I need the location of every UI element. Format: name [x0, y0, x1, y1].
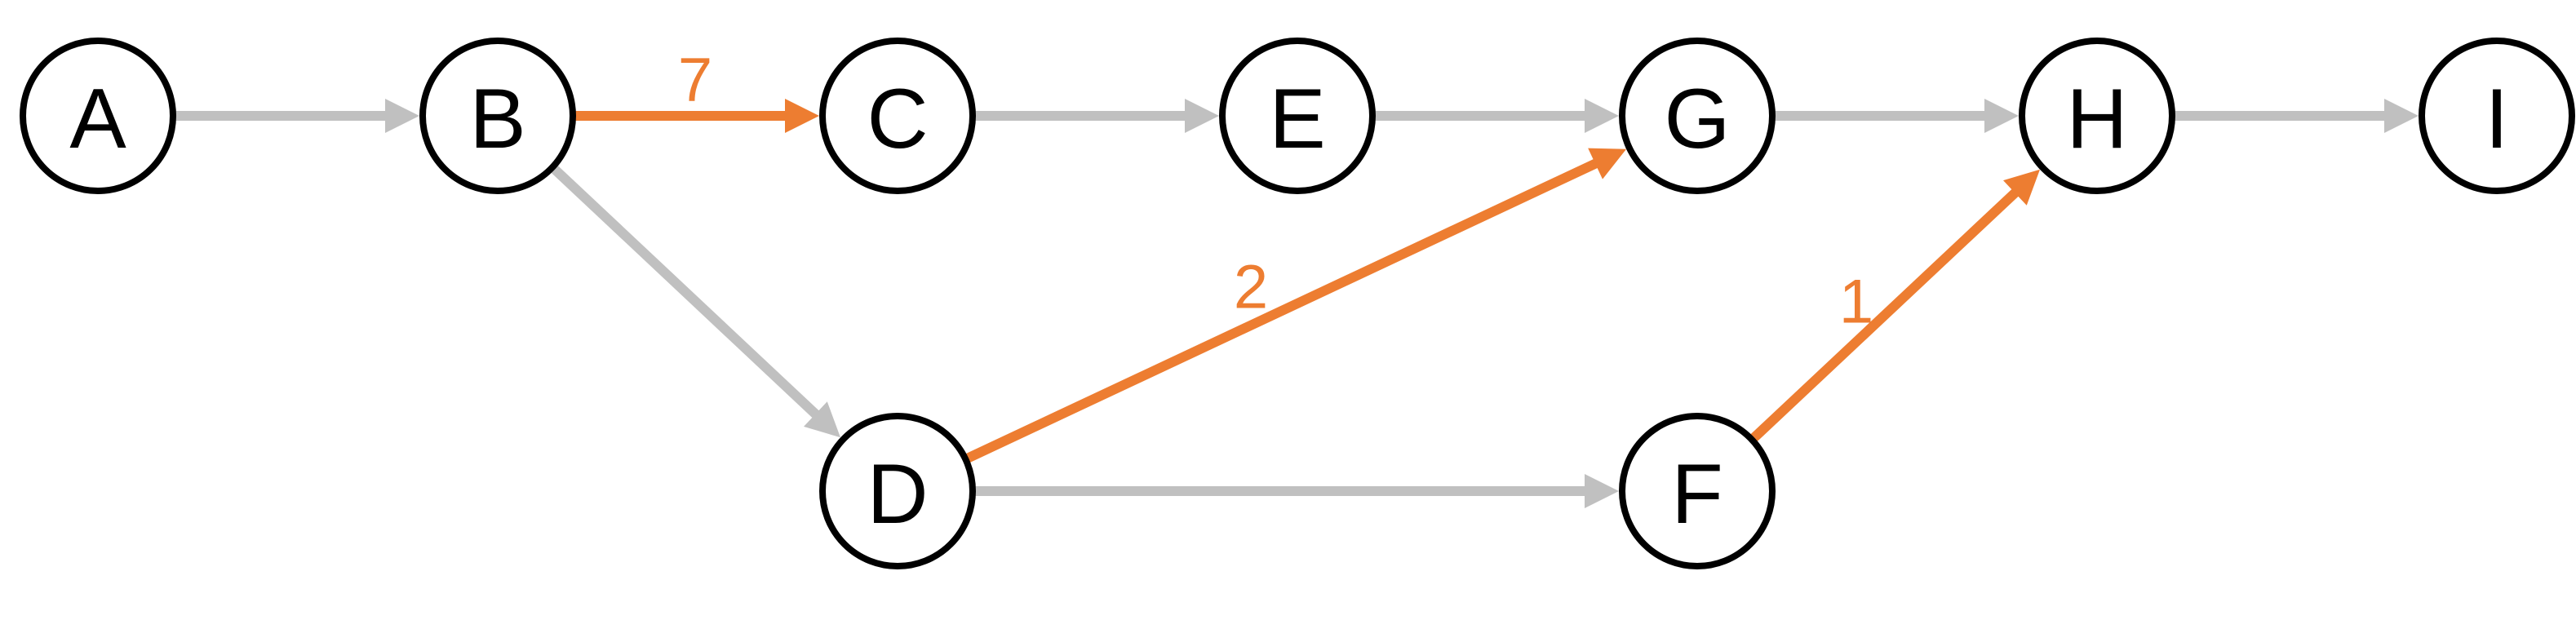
node-a: A — [20, 38, 176, 194]
node-circle — [1619, 413, 1776, 569]
edge-labels-layer: 7 2 1 — [678, 46, 1873, 337]
node-label: H — [2066, 72, 2127, 166]
node-circle — [2419, 38, 2575, 194]
node-h: H — [2019, 38, 2175, 194]
node-circle — [2019, 38, 2175, 194]
node-circle — [1619, 38, 1776, 194]
node-circle — [1219, 38, 1376, 194]
node-e: E — [1219, 38, 1376, 194]
node-d: D — [819, 413, 976, 569]
arrowhead-icon — [385, 99, 419, 133]
node-label: E — [1269, 72, 1325, 166]
arrowhead-icon — [804, 401, 841, 438]
arrowhead-icon — [2003, 169, 2041, 206]
edge-a-b — [173, 99, 419, 133]
edge-b-c — [573, 99, 819, 133]
edge-weight-label-d-g: 2 — [1234, 253, 1268, 322]
arrowhead-icon — [1588, 148, 1627, 179]
arrowhead-icon — [2384, 99, 2419, 133]
edge-weight-label-f-h: 1 — [1839, 268, 1873, 337]
edges-layer — [173, 99, 2419, 508]
arrowhead-icon — [1585, 99, 1619, 133]
edge-d-f — [973, 474, 1619, 508]
edge-line — [963, 157, 1601, 464]
node-label: B — [469, 72, 525, 166]
node-label: G — [1665, 72, 1731, 166]
node-circle — [20, 38, 176, 194]
node-label: D — [867, 447, 928, 542]
arrowhead-icon — [1185, 99, 1219, 133]
edge-b-d — [548, 163, 841, 438]
edge-c-e — [973, 99, 1219, 133]
node-label: F — [1671, 447, 1723, 542]
nodes-layer: A B C E G H I D F — [20, 38, 2575, 569]
edge-line — [1748, 187, 2021, 444]
edge-f-h — [1748, 169, 2041, 444]
arrowhead-icon — [1984, 99, 2019, 133]
edge-g-h — [1772, 99, 2019, 133]
edge-weight-label-b-c: 7 — [678, 46, 712, 115]
node-circle — [819, 413, 976, 569]
arrowhead-icon — [785, 99, 819, 133]
node-c: C — [819, 38, 976, 194]
edge-h-i — [2172, 99, 2419, 133]
edge-line — [548, 163, 822, 420]
node-f: F — [1619, 413, 1776, 569]
node-label: C — [867, 72, 928, 166]
arrowhead-icon — [1585, 474, 1619, 508]
node-circle — [419, 38, 576, 194]
node-i: I — [2419, 38, 2575, 194]
edge-e-g — [1372, 99, 1619, 133]
node-label: A — [69, 72, 126, 166]
node-g: G — [1619, 38, 1776, 194]
node-b: B — [419, 38, 576, 194]
node-circle — [819, 38, 976, 194]
node-label: I — [2485, 72, 2509, 166]
edge-d-g — [963, 148, 1627, 464]
